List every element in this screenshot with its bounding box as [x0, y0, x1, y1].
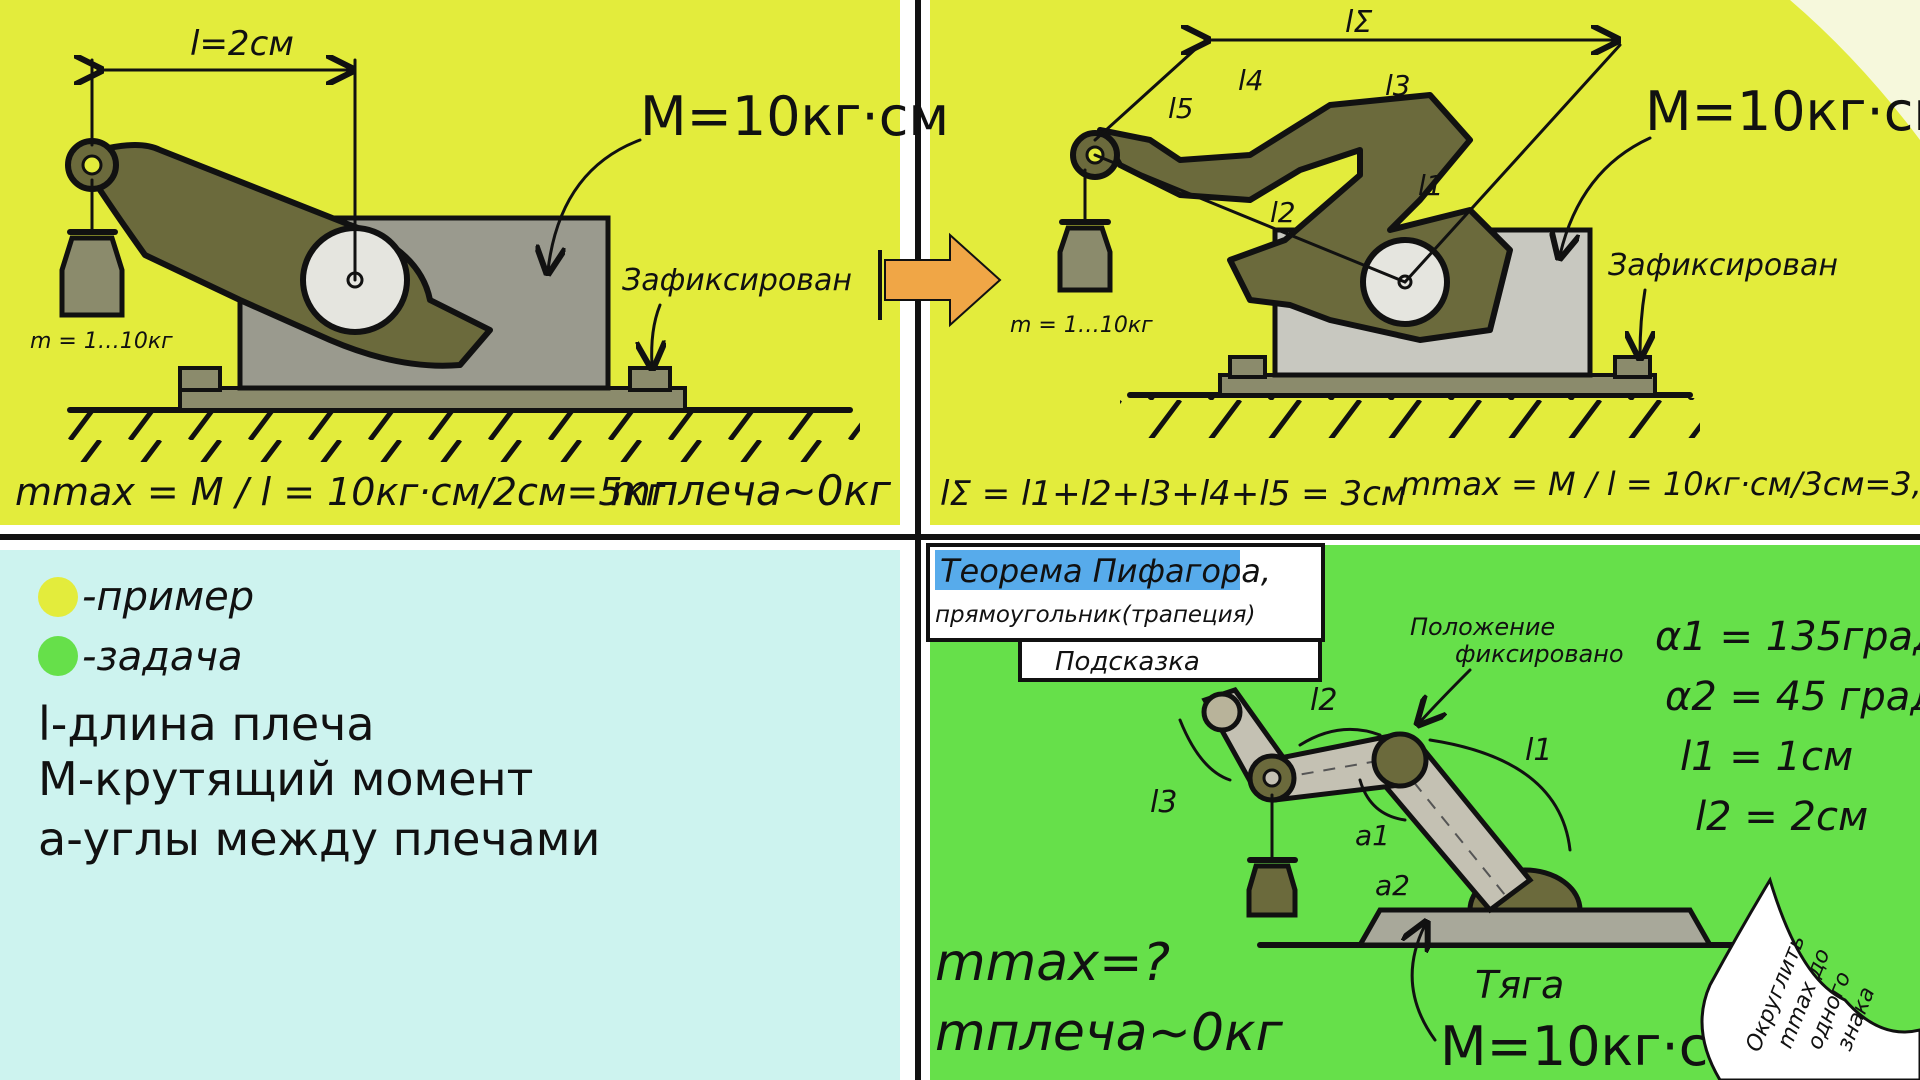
formula-2: mmax = M / l = 10кг·см/3см=3,333 [1400, 465, 1920, 503]
legend-task: -задача [82, 634, 243, 680]
weight-2 [1057, 225, 1113, 293]
legend-example: -пример [82, 574, 254, 620]
ground-hatch-2 [1120, 398, 1700, 438]
torque-label: M=10кг·см [640, 85, 949, 148]
formula: mmax = M / l = 10кг·см/2см=5кг [15, 470, 667, 514]
seg-l3: l3 [1385, 69, 1411, 102]
panel3-cyan-bg [0, 550, 900, 1080]
panel2-white-corner [1790, 0, 1920, 140]
legend-l-def: l-длина плеча [38, 697, 375, 751]
joint-elbow [1371, 731, 1429, 789]
weight [59, 235, 125, 318]
fixed-pointer [652, 303, 660, 365]
title-line1: Теорема Пифагора, [940, 552, 1271, 590]
title-blue-highlight [935, 550, 1240, 590]
l1-value: l1 = 1см [1680, 734, 1853, 780]
round-note-shape [1700, 876, 1920, 1080]
weight-4 [1246, 863, 1298, 918]
mass-label: m = 1…10кг [30, 329, 173, 354]
length-label: l=2см [190, 24, 294, 64]
title-line2: прямоугольник(трапеция) [935, 602, 1255, 628]
label-l2: l2 [1310, 683, 1337, 718]
fixed-label-2: Зафиксирован [1608, 248, 1838, 283]
mmax-question: mmax=? [935, 933, 1170, 993]
legend-M-def: M-крутящий момент [38, 752, 533, 806]
seg-l5: l5 [1168, 92, 1194, 125]
panel3-legend: -пример -задача l-длина плеча M-крутящий… [38, 574, 600, 866]
trapezoid-base [1355, 907, 1715, 948]
torque-label-2: M=10кг·см [1645, 80, 1920, 143]
l2-value: l2 = 2см [1695, 794, 1868, 840]
thrust-pointer [1412, 925, 1437, 1042]
legend-green-dot [38, 636, 78, 676]
base-plate-2 [1218, 373, 1657, 397]
fixed-note-pointer [1420, 668, 1472, 722]
transition-arrow [884, 232, 1002, 328]
vector-sum: lΣ = l1+l2+l3+l4+l5 = 3см [940, 474, 1406, 514]
lsum-label: lΣ [1345, 5, 1372, 40]
legend-a-def: a-углы между плечами [38, 812, 600, 866]
thrust-label: Тяга [1475, 963, 1564, 1007]
joint-top [1201, 691, 1243, 733]
clamp-right [628, 366, 672, 392]
alpha2: α2 = 45 град [1665, 674, 1920, 720]
torque-label-4: M=10кг·см [1440, 1015, 1749, 1078]
ground-hatch [60, 412, 860, 462]
panel1-example: l=2см M=10кг·см Зафиксирован m = 1…10кг … [15, 24, 949, 515]
mass-label-2: m = 1…10кг [1010, 313, 1153, 338]
panel4-task: Теорема Пифагора, прямоугольник(трапеция… [926, 543, 1920, 1080]
hint-label: Подсказка [1055, 647, 1200, 677]
seg-l1: l1 [1418, 169, 1444, 202]
seg-l4: l4 [1238, 64, 1264, 97]
arm-mass: mплеча~0кг [610, 466, 892, 515]
panel2-example: lΣ l5 l4 l3 l2 l1 M=10кг·см Зафиксирован… [940, 5, 1920, 514]
label-a1: a1 [1355, 819, 1390, 852]
torque-pointer [548, 138, 642, 270]
label-l1: l1 [1525, 733, 1552, 768]
fixed-label: Зафиксирован [622, 263, 852, 298]
alpha1: α1 = 135град [1655, 614, 1920, 660]
arm-mass-4: mплеча~0кг [935, 1003, 1284, 1063]
fixed-note-line1: Положение [1410, 613, 1555, 641]
hint-box [1018, 638, 1322, 682]
label-a2: a2 [1375, 869, 1410, 902]
fixed-note-line2: фиксировано [1455, 640, 1624, 668]
label-l3: l3 [1150, 785, 1177, 820]
clamp-left [178, 366, 222, 392]
base-plate [178, 386, 687, 412]
seg-l2: l2 [1270, 196, 1296, 229]
legend-yellow-dot [38, 577, 78, 617]
